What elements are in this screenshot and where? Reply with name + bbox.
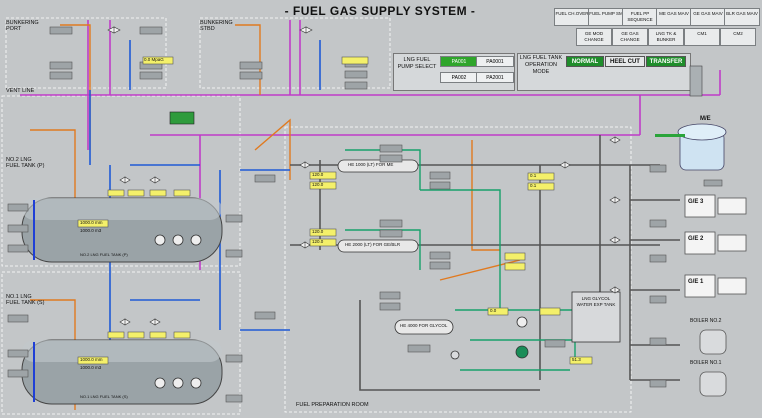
tank-s (21, 339, 223, 405)
hx-ge-blr-label: HE 2000 (LT) FOR GE/BLR (345, 242, 401, 247)
hx1-temp-1: 120.0 (312, 172, 324, 177)
fuel-pp-sequence-button[interactable]: FUEL PP SEQUENCE (622, 8, 658, 26)
tank-s-label: NO.1 LNG FUEL TANK (S) (6, 294, 45, 306)
me-pressure-2: 0.1 (530, 183, 537, 188)
tank-p-name: NO.2 LNG FUEL TANK (P) (80, 252, 128, 257)
hx2-temp-2: 120.0 (312, 239, 324, 244)
glycol-tank-label: LNG GLYCOL WATER EXP TANK (576, 296, 616, 307)
tank-p-label: NO.2 LNG FUEL TANK (P) (6, 157, 45, 169)
pump-pa0001-button[interactable]: PA0001 (476, 56, 514, 67)
pump-pa2001-button[interactable]: PA2001 (476, 72, 514, 83)
page-title: - FUEL GAS SUPPLY SYSTEM - (284, 4, 476, 18)
ge1-label: G/E 1 (688, 279, 704, 285)
fuel-changeover-button[interactable]: FUEL CH.OVER (554, 8, 590, 26)
tank-p-level: 1000.0 mm (80, 220, 103, 225)
ge-gas-change-button[interactable]: GE GAS CHANGE (612, 28, 648, 46)
ge2-label: G/E 2 (688, 236, 704, 242)
lng-tank-bunker-button[interactable]: LNG TK & BUNKER (648, 28, 684, 46)
tank-p-volume: 1000.0 m3 (80, 228, 102, 233)
operation-mode-label: LNG FUEL TANK OPERATION MODE (519, 55, 563, 75)
cm2-button[interactable]: CM2 (720, 28, 756, 46)
hx2-temp-1: 120.0 (312, 229, 324, 234)
lng-pump-select-label: LNG FUEL PUMP SELECT (397, 57, 437, 70)
stbd-reading-1: 0.0 MpaG (144, 57, 164, 62)
fuel-prep-room-label: FUEL PREPARATION ROOM (296, 402, 369, 408)
tank-s-volume: 1000.0 m3 (80, 365, 102, 370)
fuel-pump-sm-button[interactable]: FUEL PUMP SM (588, 8, 624, 26)
bunkering-port-label: BUNKERING PORT (6, 20, 39, 32)
ge-mod-change-button[interactable]: GE MOD CHANGE (576, 28, 612, 46)
bunkering-stbd-label: BUNKERING STBD (200, 20, 233, 32)
hx1-temp-2: 120.0 (312, 182, 324, 187)
blr-gas-maiv-button[interactable]: BLR GAS MAIV (724, 8, 760, 26)
ge3-label: G/E 3 (688, 199, 704, 205)
hx-me-label: HE 1000 (LT) FOR ME (348, 162, 394, 167)
tank-s-level: 1000.0 mm (80, 357, 103, 362)
main-engine-label: M/E (700, 116, 711, 122)
tank-s-name: NO.1 LNG FUEL TANK (S) (80, 394, 128, 399)
mode-heel-cut-button[interactable]: HEEL CUT (605, 56, 645, 67)
vent-line-label: VENT LINE (6, 88, 35, 94)
mode-transfer-button[interactable]: TRANSFER (646, 56, 686, 67)
glycol-pressure: 0.0 (490, 308, 497, 313)
tank-p (21, 197, 223, 263)
glycol-temperature: 51.3 (572, 357, 581, 362)
hx-glycol-label: HE 4000 FOR GLYCOL (400, 323, 448, 328)
me-gas-maiv-button[interactable]: ME GAS MAIV (656, 8, 692, 26)
cm1-button[interactable]: CM1 (684, 28, 720, 46)
me-pressure-1: 0.1 (530, 173, 537, 178)
boiler1-label: BOILER NO.1 (690, 360, 722, 366)
mode-normal-button[interactable]: NORMAL (566, 56, 604, 67)
boiler2-label: BOILER NO.2 (690, 318, 722, 324)
